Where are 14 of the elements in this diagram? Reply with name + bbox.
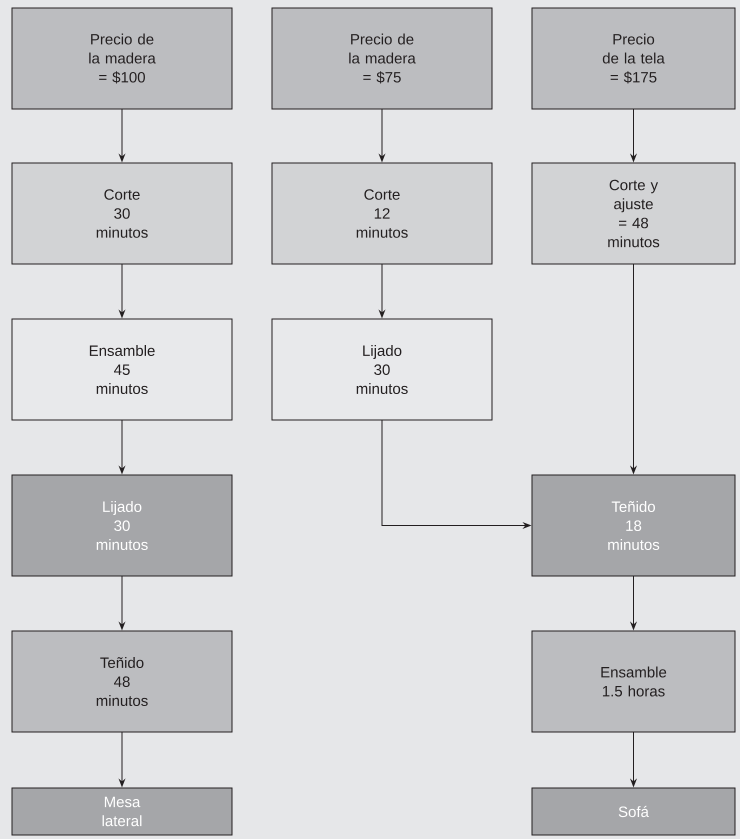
process-box: Precio de la madera = $100 xyxy=(12,8,232,110)
process-box: Lijado 30 minutos xyxy=(12,474,232,576)
process-box: Precio de la tela = $175 xyxy=(532,8,736,110)
process-box: Corte 12 minutos xyxy=(272,162,492,264)
process-box: Sofá xyxy=(532,788,736,836)
process-box: Teñido 48 minutos xyxy=(12,630,232,732)
process-box: Teñido 18 minutos xyxy=(532,474,736,576)
process-box: Ensamble 45 minutos xyxy=(12,318,232,420)
process-box: Precio de la madera = $75 xyxy=(272,8,492,110)
process-box: Corte y ajuste = 48 minutos xyxy=(532,162,736,264)
process-box: Ensamble 1.5 horas xyxy=(532,630,736,732)
process-box: Mesa lateral xyxy=(12,788,232,836)
process-box: Lijado 30 minutos xyxy=(272,318,492,420)
process-box: Corte 30 minutos xyxy=(12,162,232,264)
